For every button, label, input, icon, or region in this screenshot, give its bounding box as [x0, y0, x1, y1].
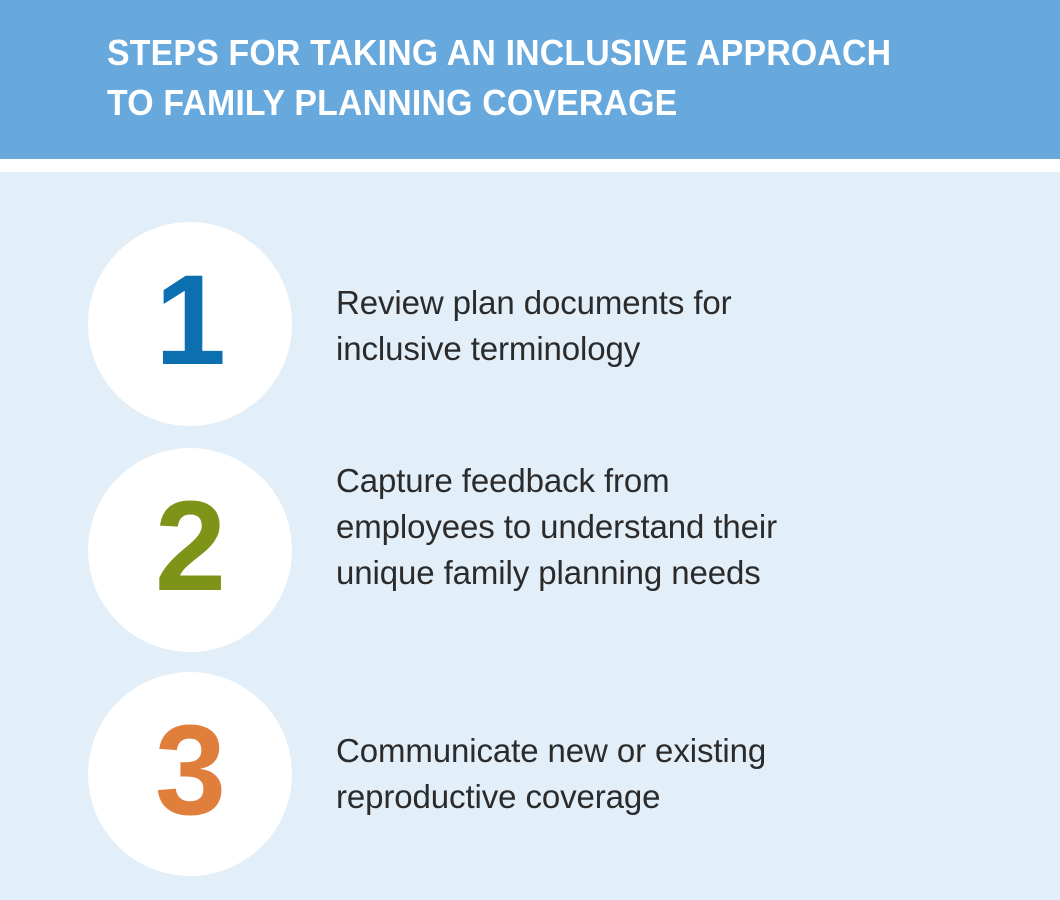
- steps-list: 1 Review plan documents for inclusive te…: [0, 172, 1060, 900]
- step-description-1: Review plan documents for inclusive term…: [336, 284, 732, 367]
- step-badge-3: 3: [88, 672, 292, 876]
- step-number-1: 1: [154, 249, 226, 392]
- step-number-3: 3: [154, 699, 226, 842]
- step-badge-2: 2: [88, 448, 292, 652]
- step-badge-1: 1: [88, 222, 292, 426]
- step-item-3: 3 Communicate new or existing reproducti…: [0, 672, 1060, 878]
- step-item-2: 2 Capture feedback from employees to und…: [0, 448, 1060, 654]
- body-panel: 1 Review plan documents for inclusive te…: [0, 172, 1060, 900]
- header-band: STEPS FOR TAKING AN INCLUSIVE APPROACH T…: [0, 0, 1060, 159]
- page-title: STEPS FOR TAKING AN INCLUSIVE APPROACH T…: [107, 32, 892, 123]
- step-description-2: Capture feedback from employees to under…: [336, 462, 778, 591]
- step-item-1: 1 Review plan documents for inclusive te…: [0, 222, 1060, 428]
- step-number-2: 2: [154, 475, 226, 618]
- step-description-3: Communicate new or existing reproductive…: [336, 732, 767, 815]
